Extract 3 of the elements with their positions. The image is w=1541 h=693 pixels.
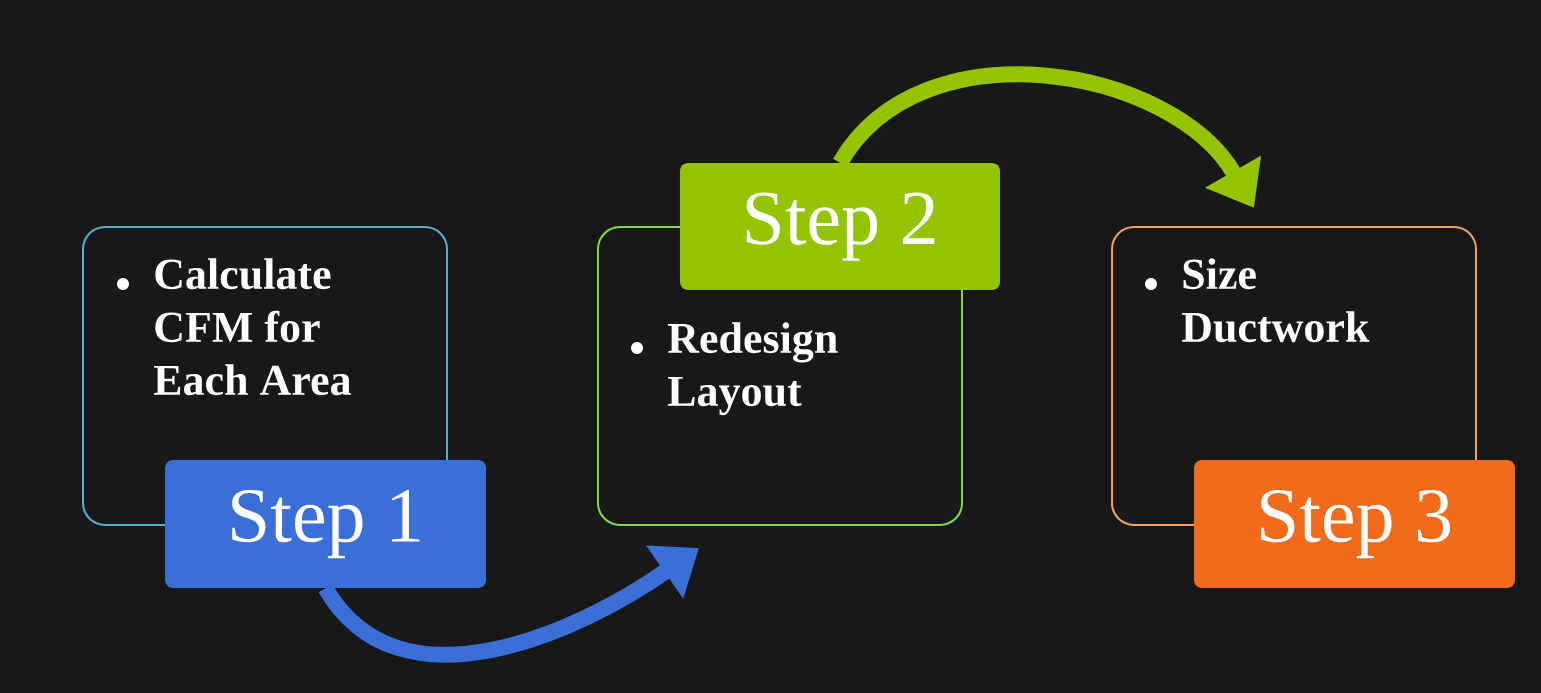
step-label: Step 2 [680, 163, 1000, 290]
step-label: Step 3 [1194, 460, 1515, 588]
step-label: Step 1 [165, 460, 486, 588]
